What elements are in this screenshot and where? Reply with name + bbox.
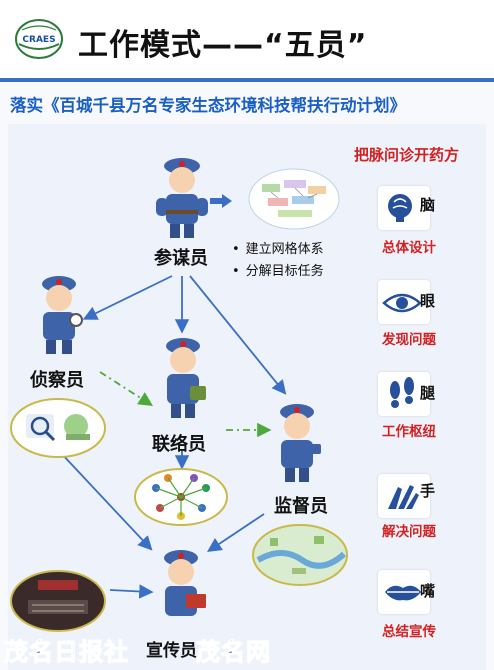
header-divider	[0, 78, 494, 82]
arrow-photo-to-xuanchuan	[109, 584, 154, 599]
watermark-right: 茂名网	[196, 638, 271, 667]
organ-label-eye: 发现问题	[382, 332, 436, 348]
organ-char-eye: 眼	[420, 292, 436, 310]
organ-label-brain: 总体设计	[382, 240, 436, 256]
brain-icon	[388, 194, 412, 222]
label-lianluo: 联络员	[152, 434, 206, 455]
logo-text: CRAES	[22, 35, 55, 45]
canmou-task-item: 分解目标任务	[232, 260, 324, 279]
header: CRAES 工作模式——“五员”	[0, 0, 494, 78]
label-zhencha: 侦察员	[30, 370, 84, 391]
organ-char-brain: 脑	[420, 196, 436, 214]
survey-thumbnail	[10, 398, 106, 458]
organ-char-leg: 腿	[420, 384, 436, 402]
brain-card	[378, 186, 430, 230]
eye-icon	[382, 293, 422, 313]
arrow-canmou-to-grid	[210, 194, 232, 208]
arrow-zhencha-to-lianluo	[99, 371, 154, 406]
arrow-canmou-to-zhencha	[82, 275, 173, 320]
canmou-figure	[156, 158, 208, 238]
footprint-icon	[390, 377, 414, 408]
watermark-left: 茂名日报社	[4, 638, 129, 667]
lips-card	[378, 570, 430, 614]
label-canmou: 参谋员	[154, 248, 208, 269]
canmou-task-list: 建立网格体系 分解目标任务	[232, 238, 324, 282]
xuanchuan-figure	[164, 550, 206, 616]
craes-logo: CRAES	[15, 19, 63, 59]
river-thumbnail	[252, 524, 348, 586]
network-thumbnail	[134, 468, 228, 526]
hands-icon	[388, 485, 419, 509]
subtitle: 落实《百城千县万名专家生态环境科技帮扶行动计划》	[10, 96, 406, 115]
jiandu-figure	[280, 404, 321, 482]
organ-char-hand: 手	[420, 482, 436, 500]
eye-card	[378, 280, 430, 324]
zhencha-figure	[42, 276, 83, 354]
organ-label-hand: 解决问题	[382, 524, 436, 540]
lips-icon	[385, 585, 421, 601]
meeting-photo-thumbnail	[10, 570, 106, 632]
grid-system-thumbnail	[248, 168, 340, 230]
page-title: 工作模式——“五员”	[78, 28, 368, 63]
lianluo-figure	[166, 338, 206, 418]
organ-label-mouth: 总结宣传	[382, 624, 436, 640]
label-jiandu: 监督员	[274, 496, 328, 517]
arrow-canmou-to-jiandu	[189, 275, 287, 395]
hands-card	[378, 474, 430, 518]
arrow-zhencha-to-xuanchuan	[59, 451, 153, 551]
footprint-card	[378, 372, 430, 416]
right-panel-title: 把脉问诊开药方	[354, 146, 460, 164]
organ-label-leg: 工作枢纽	[382, 424, 436, 440]
arrow-jiandu-to-xuanchuan	[207, 513, 265, 552]
organ-char-mouth: 嘴	[420, 582, 436, 600]
canmou-task-item: 建立网格体系	[232, 238, 324, 257]
label-xuanchuan: 宣传员	[146, 641, 197, 661]
